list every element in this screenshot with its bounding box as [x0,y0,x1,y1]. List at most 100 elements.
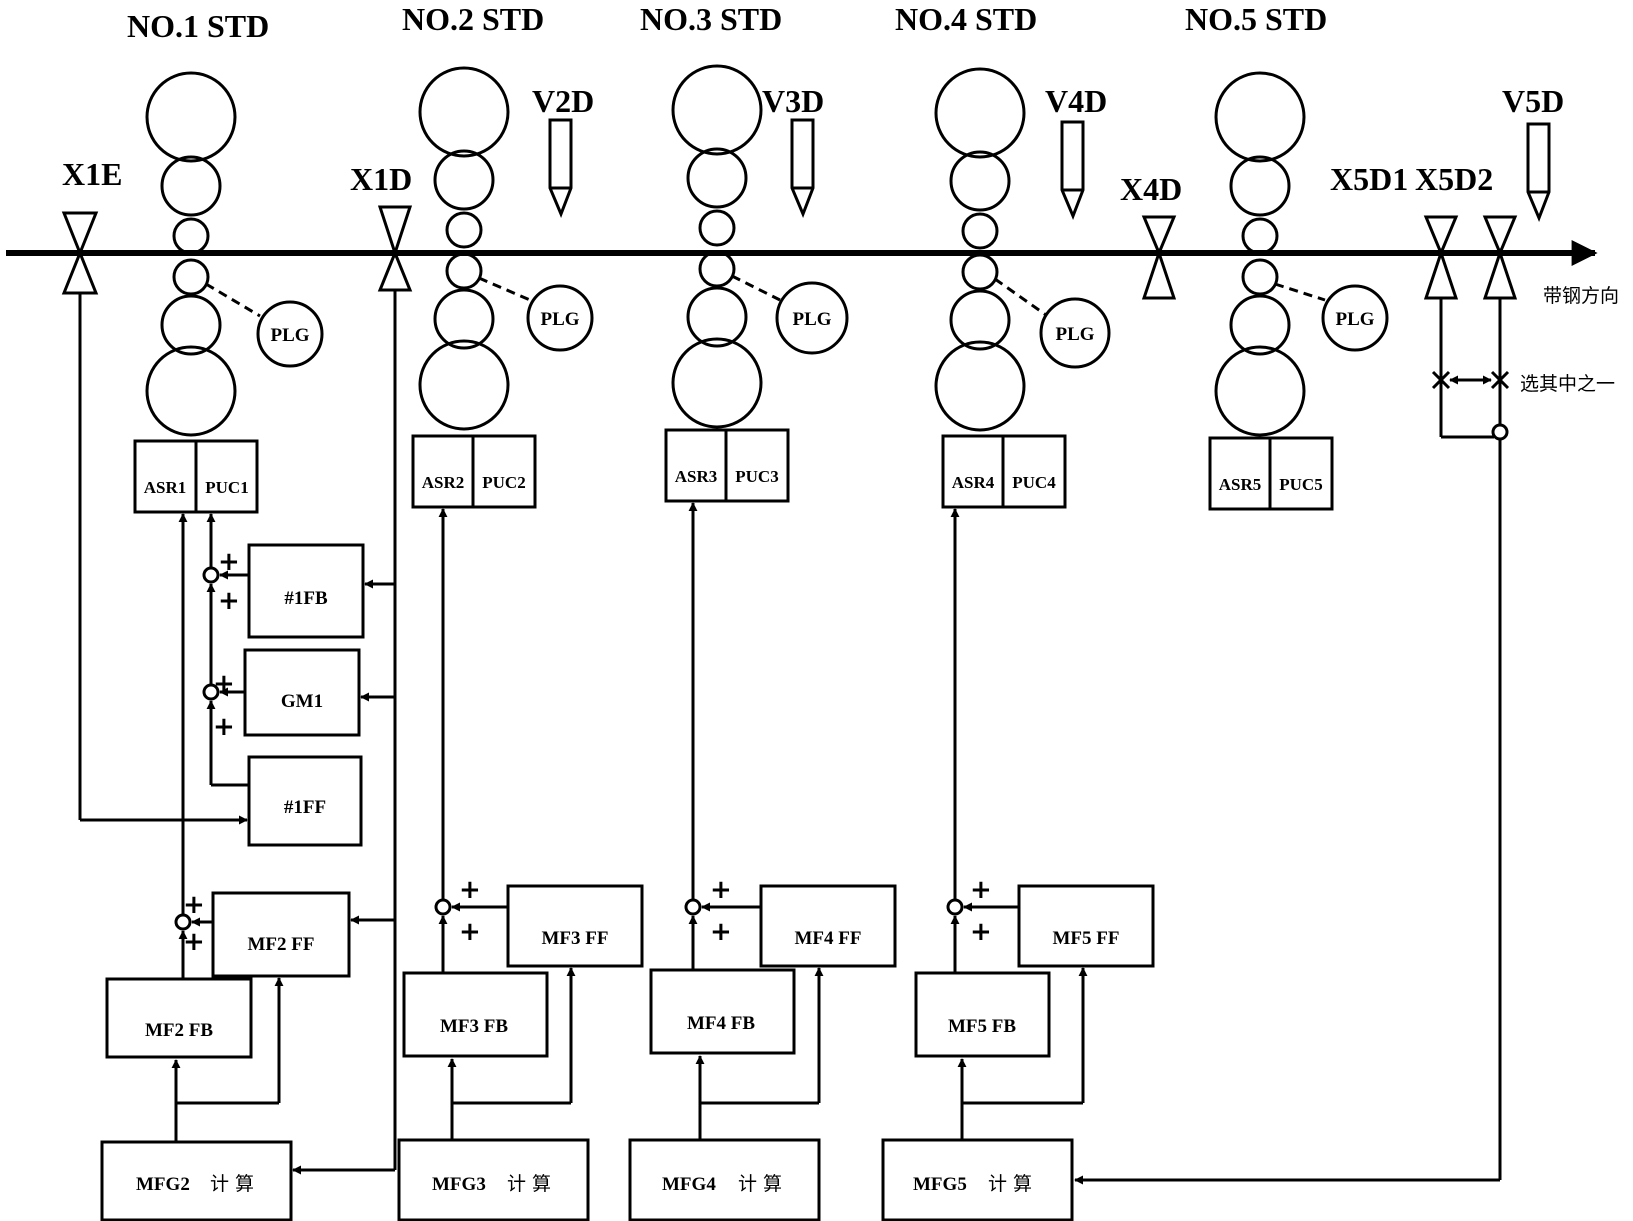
block-mf3ff [506,884,644,968]
puc-label: PUC2 [482,473,525,492]
plg-label: PLG [792,309,831,330]
puc-label: PUC1 [205,478,248,497]
svg-text:+: + [459,917,481,947]
signal-lines [688,502,824,1140]
plg-label: PLG [1055,324,1094,345]
block-label: MF2 FB [145,1020,213,1041]
asr-label: ASR4 [952,473,995,492]
asr-label: ASR3 [675,467,718,486]
signal-lines [78,290,397,1175]
block-label: MF4 FB [687,1013,755,1034]
gauge-label: X1E [62,156,122,192]
plg-encoder [256,300,324,368]
plg-encoder [1321,284,1389,352]
svg-text:+: + [970,875,992,905]
roll-stack [934,67,1026,432]
x5d-selector [1074,298,1510,1185]
gauge-icon [377,205,413,292]
stand-title: NO.5 STD [1185,1,1327,37]
block-mf2fb [105,977,253,1059]
svg-text:+: + [183,890,205,920]
block-label: #1FB [284,588,328,609]
plg-label: PLG [270,325,309,346]
gauge-label: X5D2 [1415,161,1493,197]
block-calc-label: 计 算 [738,1173,782,1195]
gauge-x4d: X4D [1120,171,1182,300]
block-calc-label: 计 算 [210,1173,254,1195]
plg-encoder [1039,297,1111,369]
speed-sensor-label: V2D [532,83,594,119]
stand-2: NO.2 STD PLG ASR2 PUC2 V2D [402,1,594,509]
gauge-x1e: X1E [61,156,122,295]
asr-label: ASR5 [1219,475,1262,494]
stand-5: NO.5 STD PLG ASR5 PUC5 V5D [1185,1,1564,511]
block-mfg5 [881,1138,1074,1221]
svg-text:+: + [710,875,732,905]
control-blocks-stand-2: MF3 FF MF3 FB MFG3 计 算 + + [397,508,644,1221]
svg-text:+: + [213,669,235,699]
block-label: MFG5 [913,1174,967,1195]
svg-text:+: + [970,917,992,947]
speed-sensor-label: V4D [1045,83,1107,119]
block-label: MF3 FB [440,1016,508,1037]
svg-text:+: + [213,712,235,742]
block-mfg3 [397,1138,590,1221]
stand-title: NO.3 STD [640,1,782,37]
roll-stack [1214,71,1306,437]
block-label: MFG2 [136,1174,190,1195]
block-mf5fb [914,971,1051,1058]
svg-text:+: + [710,917,732,947]
gauge-icon [1423,215,1459,300]
gauge-label: X5D1 [1330,161,1408,197]
speed-sensor-icon [1526,122,1551,223]
block-label: #1FF [284,797,326,818]
block-mf4fb [649,968,796,1055]
block-label: MF4 FF [794,928,861,949]
speed-sensor-label: V3D [762,83,824,119]
plg-label: PLG [1335,309,1374,330]
block-label: MFG4 [662,1174,716,1195]
svg-text:+: + [218,547,240,577]
svg-text:+: + [183,927,205,957]
puc-label: PUC5 [1279,475,1322,494]
stand-title: NO.4 STD [895,1,1037,37]
block-label: MF2 FF [247,934,314,955]
svg-text:+: + [218,586,240,616]
block-label: MF5 FB [948,1016,1016,1037]
block-label: GM1 [281,691,323,712]
stand-title: NO.1 STD [127,8,269,44]
block-mf2ff [211,891,351,978]
plg-link [1274,282,1326,302]
plg-link [205,282,261,318]
puc-label: PUC4 [1012,473,1056,492]
gauge-label: X4D [1120,171,1182,207]
gauge-icon [1141,215,1177,300]
block-label: MF3 FF [541,928,608,949]
gauge-x5d2: X5D2 [1415,161,1518,300]
stand-title: NO.2 STD [402,1,544,37]
plg-link [731,274,781,302]
block-calc-label: 计 算 [507,1173,551,1195]
plg-encoder [526,284,594,352]
puc-label: PUC3 [735,467,778,486]
plg-encoder [775,281,849,355]
block-mf3fb [402,971,549,1058]
block-calc-label: 计 算 [988,1173,1032,1195]
speed-sensor-icon [548,118,573,219]
asr-label: ASR2 [422,473,465,492]
roll-stack [671,64,763,429]
block-1ff [247,755,363,847]
control-blocks-stand-4: MF5 FF MF5 FB MFG5 计 算 + + [881,508,1155,1221]
signal-lines [950,508,1088,1140]
plg-link [994,277,1047,317]
block-mf5ff [1017,884,1155,968]
plg-label: PLG [540,309,579,330]
control-blocks-stand-3: MF4 FF MF4 FB MFG4 计 算 + + [628,502,897,1221]
roll-stack [145,71,237,437]
control-blocks-stand-1: #1FB GM1 #1FF MF2 FF MF2 FB MFG2 计 算 + +… [78,290,397,1221]
stand-3: NO.3 STD PLG ASR3 PUC3 V3D [640,1,849,503]
stand-1: NO.1 STD PLG ASR1 PUC1 [127,8,324,514]
signal-lines [438,508,576,1140]
gauge-label: X1D [350,161,412,197]
